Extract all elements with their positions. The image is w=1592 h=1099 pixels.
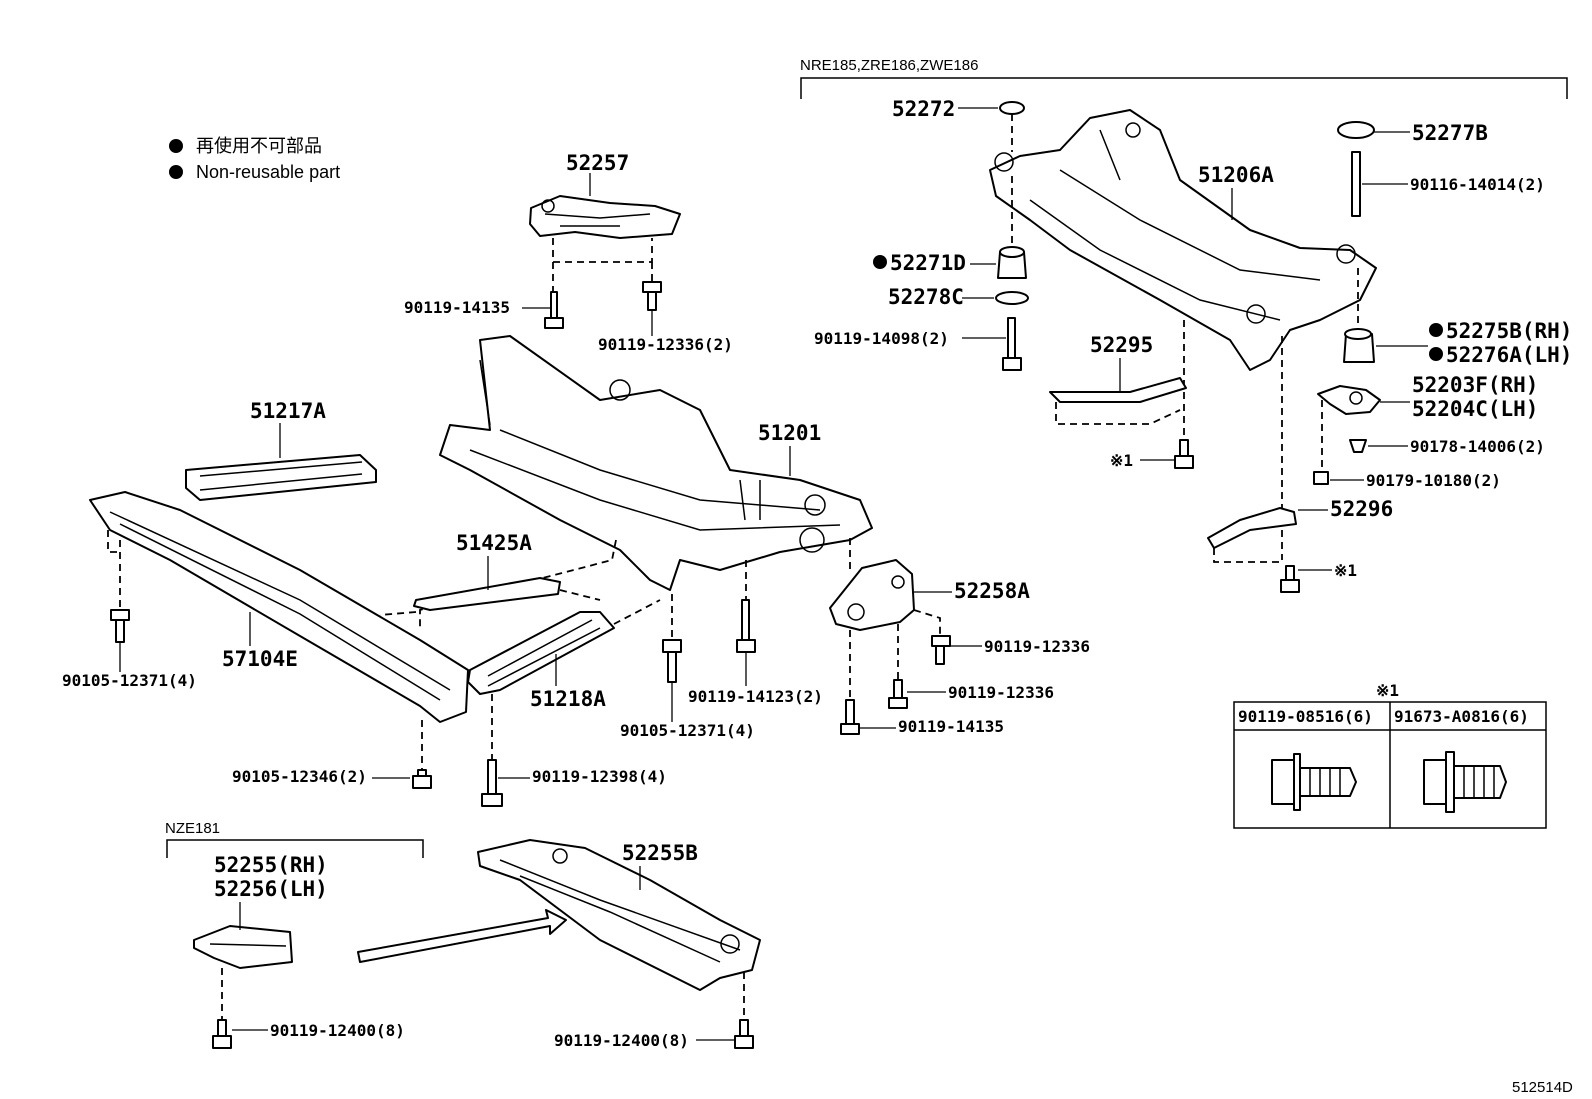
part-label-52278C: 52278C: [888, 285, 964, 309]
bolt-icon: [412, 769, 432, 789]
part-label-52276A: 52276A(LH): [1446, 343, 1572, 367]
part-label-51217A: 51217A: [250, 399, 326, 423]
bolt-icon: [931, 635, 951, 665]
part-label-51206A: 51206A: [1198, 163, 1274, 187]
part-52272-shape: [999, 101, 1025, 152]
note-marker: ※1: [1334, 561, 1357, 580]
bushing-icon: [1343, 328, 1375, 363]
part-label-52255B: 52255B: [622, 841, 698, 865]
part-label-90119-14123-2: 90119-14123(2): [688, 687, 823, 706]
bolt-icon: [212, 1019, 232, 1049]
bolt-icon: [662, 639, 682, 683]
part-51425A-shape: [379, 577, 601, 616]
part-label-52258A: 52258A: [954, 579, 1030, 603]
part-51217A-shape: [185, 454, 377, 501]
part-label-52203F: 52203F(RH): [1412, 373, 1538, 397]
part-51206A-shape: [989, 109, 1377, 560]
bolt-icon: [642, 281, 662, 311]
nut-icon: [1313, 471, 1329, 485]
part-label-51201: 51201: [758, 421, 821, 445]
non-reusable-dot-icon: [169, 165, 183, 179]
note-table-col2: 91673-A0816(6): [1394, 707, 1529, 726]
part-label-90119-14135-b: 90119-14135: [898, 717, 1004, 736]
arrow-icon: [357, 909, 567, 963]
part-52255B-shape: [477, 839, 761, 1030]
non-reusable-dot-icon: [1429, 347, 1443, 361]
part-52258A-shape: [829, 559, 941, 700]
part-label-52255-rh: 52255(RH): [214, 853, 328, 877]
part-52255-52256-shape: [193, 925, 293, 1030]
part-label-90119-12336-b: 90119-12336: [948, 683, 1054, 702]
bolt-icon: [736, 599, 756, 653]
part-52296-shape: [1207, 507, 1297, 563]
part-label-90119-12336-2: 90119-12336(2): [598, 335, 733, 354]
part-label-90116-14014-2: 90116-14014(2): [1410, 175, 1545, 194]
note-table-col1: 90119-08516(6): [1238, 707, 1373, 726]
note-table-title: ※1: [1376, 681, 1399, 700]
part-label-90105-12371-4-a: 90105-12371(4): [62, 671, 197, 690]
bolt-icon: [110, 609, 130, 643]
bolt-icon: [1280, 565, 1300, 593]
rear-variant-bracket: NRE185,ZRE186,ZWE186: [800, 57, 1568, 99]
stud-icon: [1351, 151, 1361, 217]
part-51201-shape: [419, 335, 873, 640]
part-label-51425A: 51425A: [456, 531, 532, 555]
part-label-90179-10180-2: 90179-10180(2): [1366, 471, 1501, 490]
part-label-52295: 52295: [1090, 333, 1153, 357]
part-label-52204C: 52204C(LH): [1412, 397, 1538, 421]
bolt-icon: [734, 1019, 754, 1049]
part-label-52277B: 52277B: [1412, 121, 1488, 145]
part-52277B-shape: [1337, 121, 1375, 139]
part-label-90119-12400-8-b: 90119-12400(8): [554, 1031, 689, 1050]
non-reusable-dot-icon: [169, 139, 183, 153]
nze-variant-label: NZE181: [165, 820, 220, 837]
part-label-52272: 52272: [892, 97, 955, 121]
part-label-90119-12400-8-a: 90119-12400(8): [270, 1021, 405, 1040]
part-label-90119-12336-a: 90119-12336: [984, 637, 1090, 656]
legend: 再使用不可部品 Non-reusable part: [169, 136, 340, 182]
part-label-90105-12346-2: 90105-12346(2): [232, 767, 367, 786]
bushing-icon: [997, 246, 1027, 279]
part-52257-shape: [529, 195, 681, 292]
bolt-icon: [481, 759, 503, 807]
stopper-plate-icon: [1317, 385, 1381, 470]
bolt-icon: [1002, 317, 1022, 371]
bolt-icon: [840, 699, 860, 735]
legend-jp: 再使用不可部品: [196, 136, 322, 156]
rear-variant-label: NRE185,ZRE186,ZWE186: [800, 57, 978, 74]
part-51218A-shape: [467, 599, 661, 760]
note-table: ※1 90119-08516(6) 91673-A0816(6): [1233, 681, 1547, 829]
flange-bolt-icon: [1423, 751, 1507, 813]
part-52295-shape: [1049, 377, 1187, 425]
part-label-52271D: 52271D: [890, 251, 966, 275]
bolt-icon: [544, 291, 564, 329]
diagram-code: 512514D: [1512, 1079, 1573, 1096]
part-label-52296: 52296: [1330, 497, 1393, 521]
legend-en: Non-reusable part: [196, 162, 340, 182]
non-reusable-dot-icon: [1429, 323, 1443, 337]
part-label-90119-14098-2: 90119-14098(2): [814, 329, 949, 348]
non-reusable-dot-icon: [873, 255, 887, 269]
part-label-90178-14006-2: 90178-14006(2): [1410, 437, 1545, 456]
nze-variant-bracket: NZE181: [165, 820, 424, 858]
nut-icon: [1349, 439, 1367, 453]
part-label-52257: 52257: [566, 151, 629, 175]
part-label-52256-lh: 52256(LH): [214, 877, 328, 901]
part-label-57104E: 57104E: [222, 647, 298, 671]
part-57104E-shape: [89, 491, 469, 770]
flange-bolt-icon: [1271, 753, 1357, 811]
bolt-icon: [1174, 439, 1194, 469]
part-label-90105-12371-4-b: 90105-12371(4): [620, 721, 755, 740]
part-label-51218A: 51218A: [530, 687, 606, 711]
note-marker: ※1: [1110, 451, 1133, 470]
part-label-90119-12398-4: 90119-12398(4): [532, 767, 667, 786]
bolt-icon: [888, 679, 908, 709]
washer-icon: [995, 291, 1029, 305]
part-label-90119-14135-a: 90119-14135: [404, 298, 510, 317]
part-label-52275B: 52275B(RH): [1446, 319, 1572, 343]
